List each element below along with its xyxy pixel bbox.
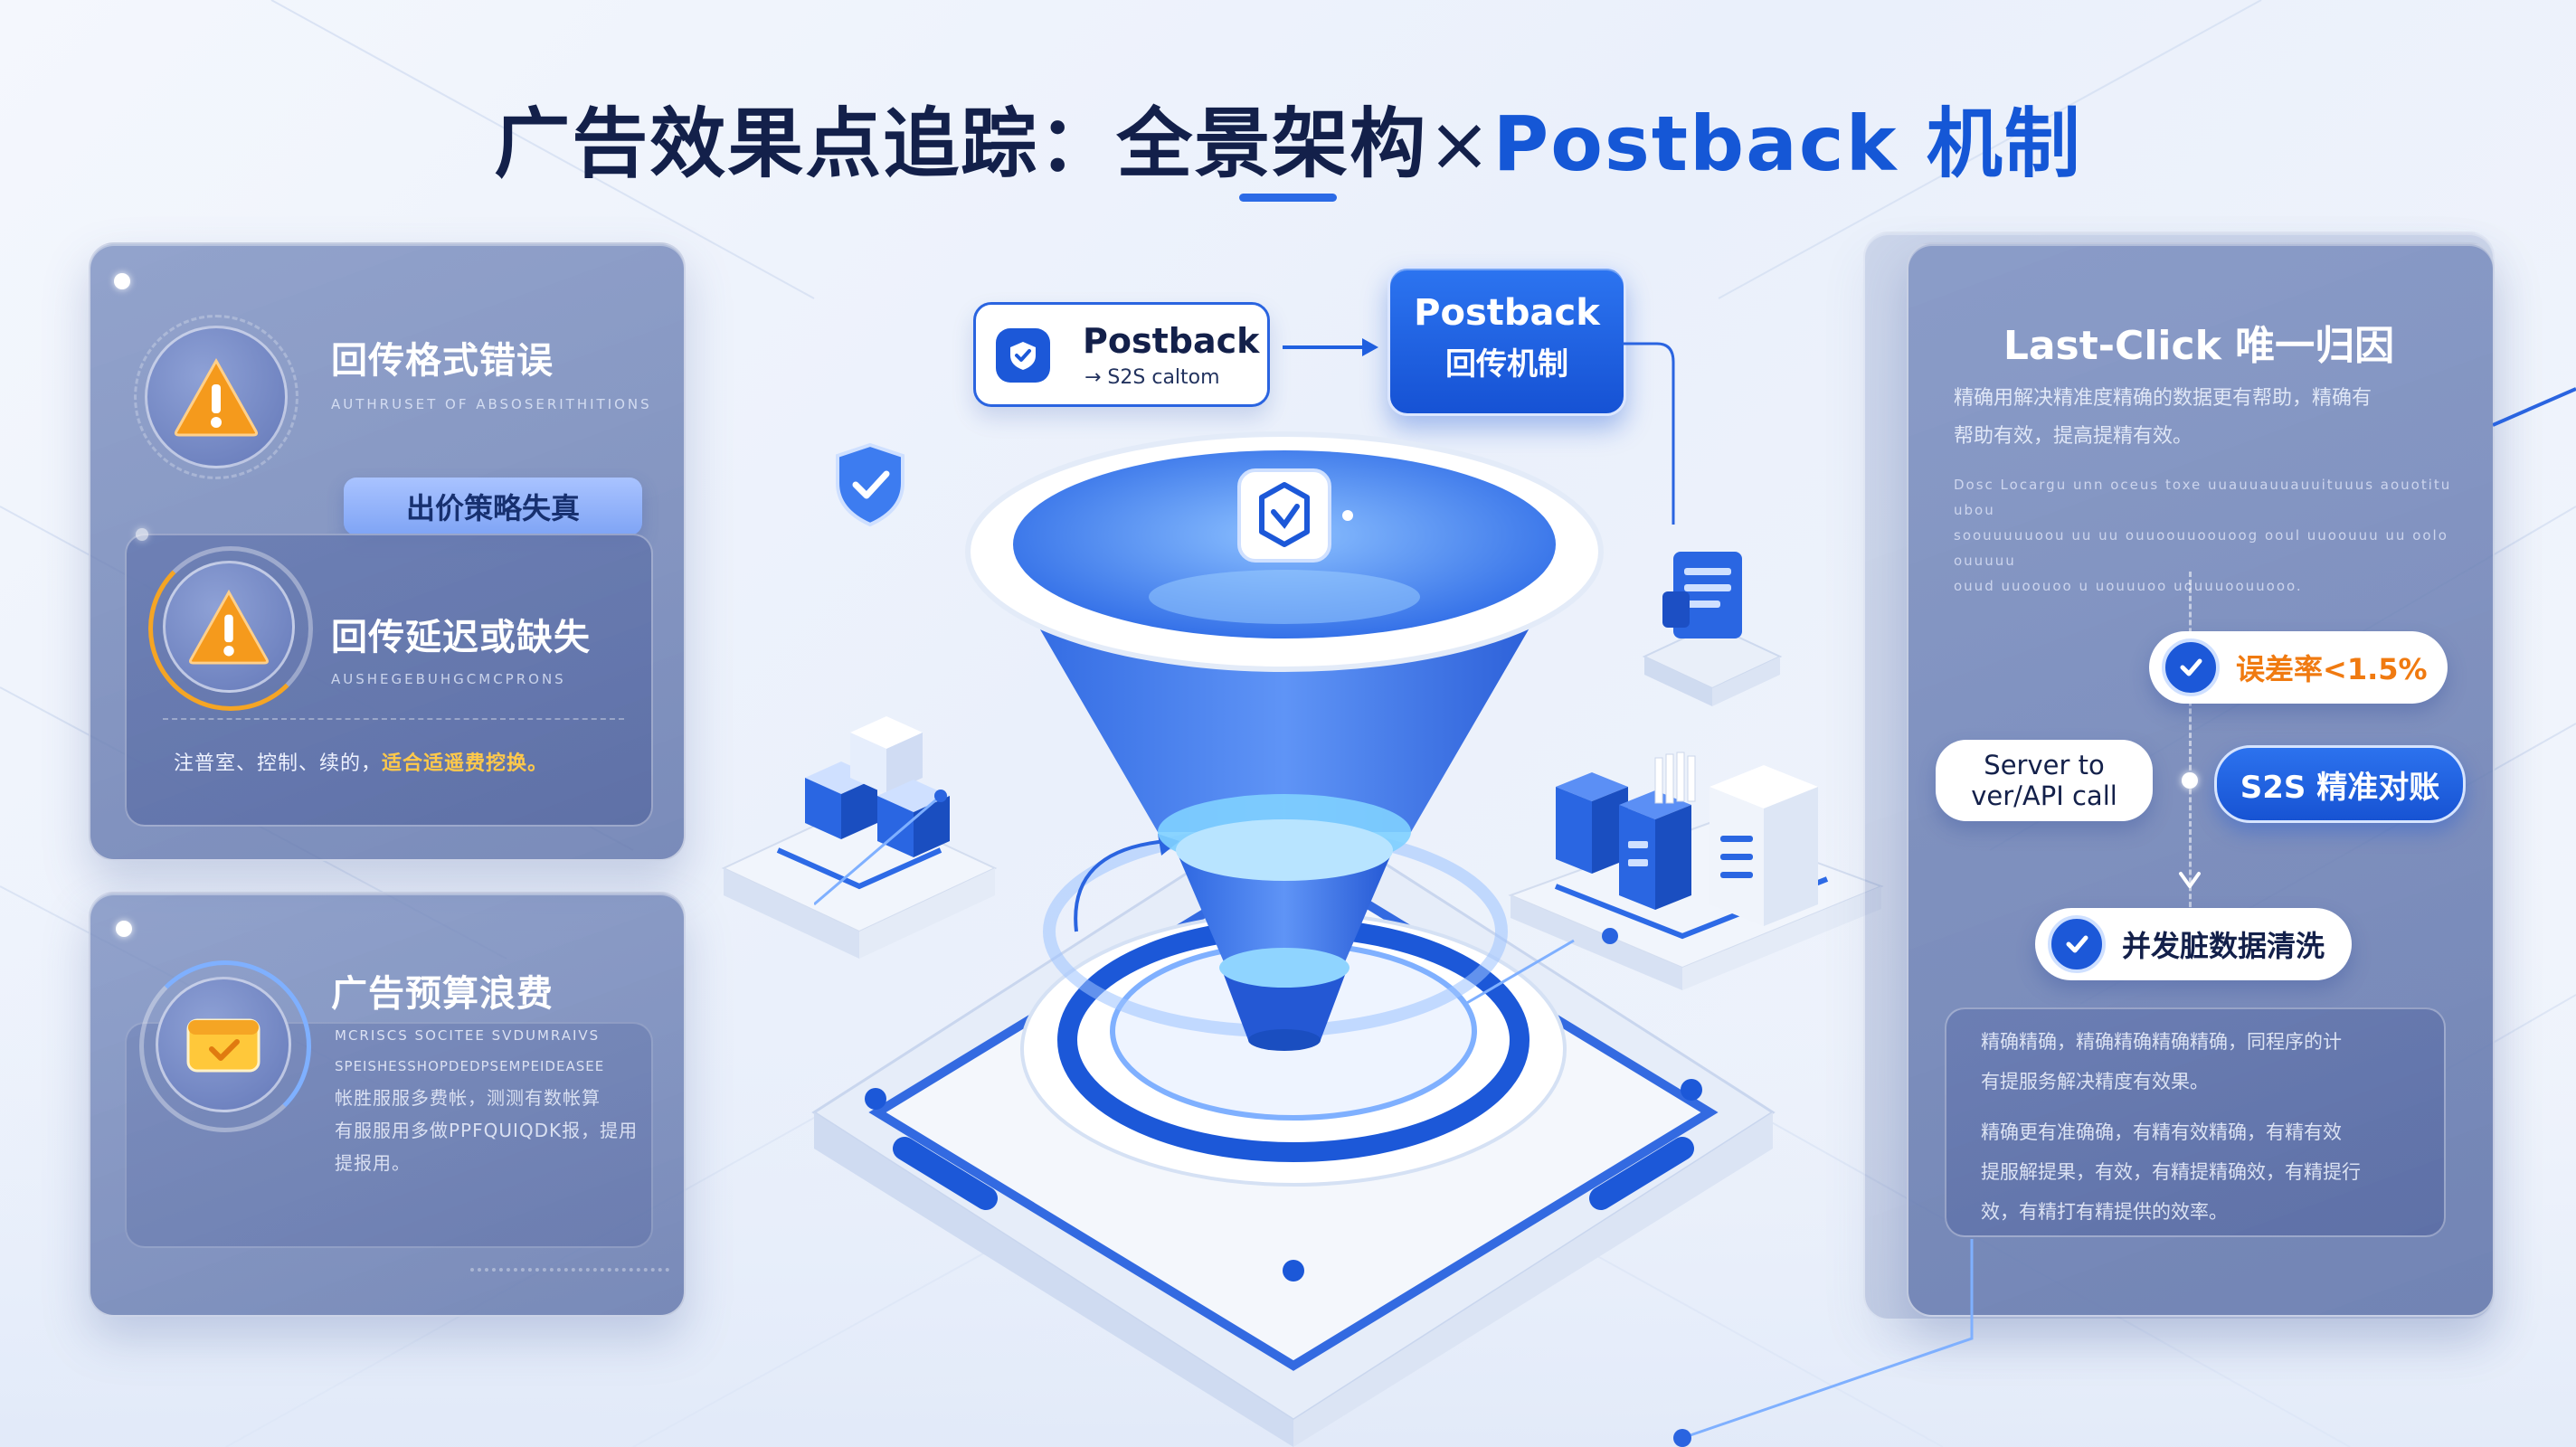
panel-dot-2 (116, 921, 132, 937)
server-icon (1508, 752, 1884, 990)
page-title: 广告效果点追踪：全景架构×Postback 机制 (0, 83, 2576, 193)
card2-dot (136, 528, 148, 541)
warning-icon-2 (189, 589, 269, 665)
right-detail-box (1945, 1007, 2446, 1237)
card1-heading: 回传格式错误 (331, 340, 554, 382)
wallet-ring (139, 960, 311, 1132)
warning-icon-holder-2 (163, 561, 295, 693)
title-main: 广告效果点追踪：全景架构 (494, 99, 1428, 188)
wallet-icon-holder (156, 977, 291, 1112)
title-underline (1239, 194, 1337, 202)
data-cleaning-pill[interactable]: 并发脏数据清洗 (2035, 908, 2352, 980)
detail-line-1: 精确精确，精确精确精确精确，同程序的计 (1981, 1031, 2342, 1053)
right-outside-connector (1673, 1239, 1974, 1447)
title-times: × (1427, 99, 1493, 188)
warning-ring (134, 315, 298, 479)
mechanism-line1: Postback (1414, 292, 1600, 334)
right-tiny-line-1: Dosc Locargu unn oceus toxe uuauuauuauui… (1954, 477, 2452, 518)
error-rate-pill[interactable]: 误差率<1.5% (2149, 631, 2448, 704)
strategy-tag: 出价策略失真 (344, 478, 642, 535)
right-heading: Last-Click 唯一归因 (2003, 323, 2395, 369)
card2-heading: 回传延迟或缺失 (331, 617, 591, 658)
card2-note: 注普室、控制、续的，适合适遥费挖换。 (174, 747, 548, 776)
right-tiny-line-2: soouuuuuoou uu uu ouuoouuoouoog ooul uuo… (1954, 527, 2448, 569)
flow-arrow (1283, 338, 1378, 356)
right-edge-line (2493, 387, 2576, 427)
check-icon-holder (2162, 638, 2220, 696)
check-icon (2180, 658, 2202, 676)
postback-mechanism-card[interactable]: Postback 回传机制 (1387, 266, 1626, 416)
flow-node-dot (2182, 772, 2198, 789)
title-accent: Postback 机制 (1492, 99, 2082, 188)
postback-source-card[interactable]: Postback → S2S caltom (973, 302, 1270, 407)
wallet-icon (186, 1018, 260, 1073)
right-detail-text: 精确精确，精确精确精确精确，同程序的计 有提服务解决精度有效果。 精确更有准确确… (1981, 1022, 2433, 1232)
right-flow-line (2189, 572, 2192, 915)
source-shield-holder (996, 328, 1050, 383)
card3-text: MCRISCS SOCITEE SVDUMRAIVS SPEISHESSHOPD… (335, 1020, 642, 1179)
right-tiny-line-3: ouud uuoouoo u uouuuoo uouuuoouuooo. (1954, 578, 2303, 594)
clean-label: 并发脏数据清洗 (2122, 929, 2325, 963)
check-icon-2 (2066, 935, 2088, 953)
card3-dots (470, 1268, 669, 1275)
server-line-1: Server to (1984, 750, 2105, 780)
s2s-reconcile-pill[interactable]: S2S 精准对账 (2214, 745, 2466, 823)
strategy-tag-label: 出价策略失真 (405, 491, 580, 525)
card1-subtitle: AUTHRUSET OF ABSOSERITHITIONS (331, 396, 652, 412)
card2-note-highlight: 适合适遥费挖换。 (382, 752, 549, 775)
source-sub: → S2S caltom (1084, 366, 1220, 389)
funnel (811, 431, 1776, 1447)
card3-line-2: SPEISHESSHOPDEDPSEMPEIDEASEE (335, 1058, 605, 1074)
card3-heading: 广告预算浪费 (331, 973, 554, 1015)
right-intro: 精确用解决精准度精确的数据更有帮助，精确有 帮助有效，提高提精有效。 (1954, 380, 2460, 456)
server-call-pill[interactable]: Server to ver/API call (1936, 740, 2153, 821)
warning-icon (174, 357, 259, 437)
right-intro-line-2: 帮助有效，提高提精有效。 (1954, 425, 2193, 448)
card3-line-4: 有服服用多做PPFQUIQDK报，提用 (335, 1120, 639, 1141)
card3-line-5: 提报用。 (335, 1152, 411, 1174)
panel-dot (114, 273, 130, 289)
detail-line-2: 有提服务解决精度有效果。 (1981, 1071, 2209, 1092)
card2-subtitle: AUSHEGEBUHGCMCPRONS (331, 671, 566, 687)
document-icon (1642, 552, 1783, 706)
right-tiny-text: Dosc Locargu unn oceus toxe uuauuauuauui… (1954, 472, 2460, 599)
source-title: Postback (1083, 321, 1260, 361)
center-connectors (814, 790, 1618, 1006)
detail-line-3: 精确更有准确确，有精有效精确，有精有效 (1981, 1121, 2342, 1143)
mechanism-connector (1623, 342, 1675, 525)
warning-ring-2 (148, 546, 313, 711)
shield-icon (836, 442, 904, 527)
card2-divider (163, 718, 624, 720)
check-icon (1010, 342, 1036, 370)
s2s-label: S2S 精准对账 (2240, 769, 2440, 806)
right-intro-line-1: 精确用解决精准度精确的数据更有帮助，精确有 (1954, 387, 2372, 410)
card2-note-plain: 注普室、控制、续的， (174, 752, 383, 775)
card3-line-3: 帐胜服服多费帐，测测有数帐算 (335, 1087, 601, 1109)
check-icon-holder-2 (2048, 915, 2106, 973)
card3-line-1: MCRISCS SOCITEE SVDUMRAIVS (335, 1027, 601, 1044)
error-rate-label: 误差率<1.5% (2236, 652, 2428, 686)
detail-line-4: 提服解提果，有效，有精提精确效，有精提行 (1981, 1161, 2361, 1183)
detail-line-5: 效，有精打有精提供的效率。 (1981, 1201, 2228, 1223)
server-line-2: ver/API call (1971, 780, 2117, 811)
right-flow-arrow (2179, 872, 2201, 888)
cube-icon (721, 716, 998, 959)
mechanism-line2: 回传机制 (1445, 346, 1568, 383)
warning-icon-holder (145, 326, 288, 468)
